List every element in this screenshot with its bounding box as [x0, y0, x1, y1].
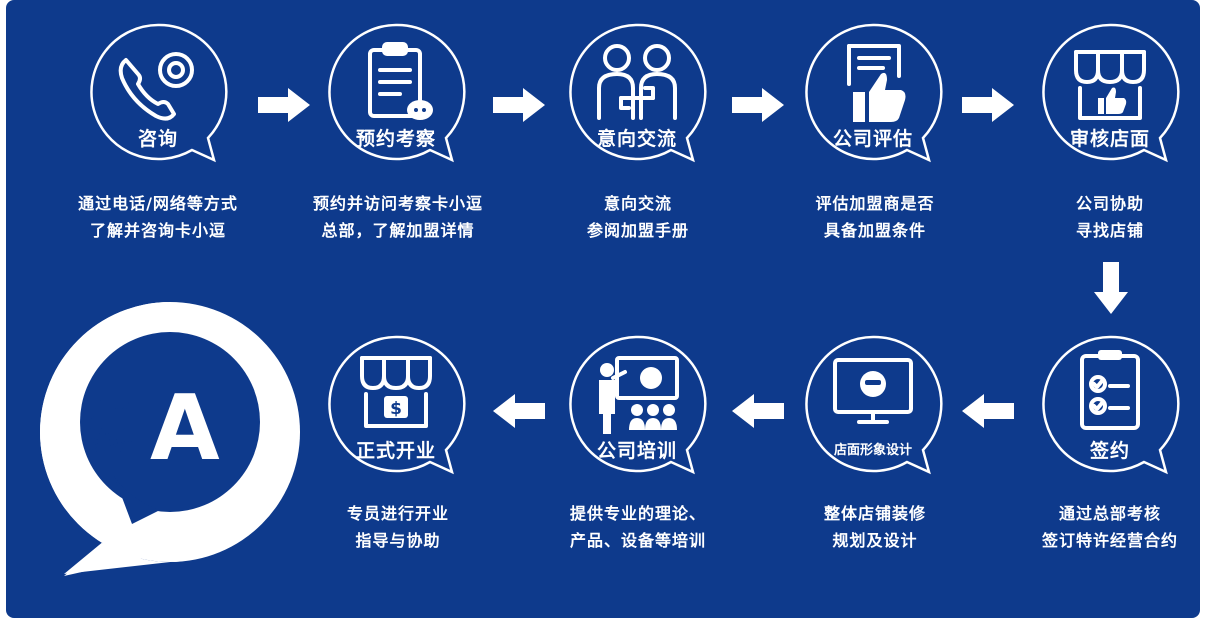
step-consult: 咨询	[88, 22, 238, 163]
people-talk-icon	[597, 44, 677, 120]
step-company-training: 公司培训	[567, 334, 717, 475]
step-description: 专员进行开业 指导与协助	[283, 500, 513, 554]
step-title: 公司培训	[596, 440, 677, 462]
step-appointment: 预约考察	[326, 22, 476, 163]
step-description: 评估加盟商是否 具备加盟条件	[760, 190, 990, 244]
thumbs-up-form-icon	[847, 44, 906, 122]
speech-bubble-outline	[569, 335, 707, 475]
description-line: 提供专业的理论、	[569, 504, 706, 523]
arrow-left-icon	[732, 394, 784, 428]
step-description: 通过电话/网络等方式 了解并咨询卡小逗	[43, 190, 273, 244]
description-line: 意向交流	[603, 194, 672, 213]
step-title: 公司评估	[832, 128, 913, 150]
description-line: 了解并咨询卡小逗	[89, 221, 226, 240]
step-title: 预约考察	[355, 128, 436, 150]
step-title: 店面形象设计	[833, 443, 912, 458]
speech-bubble-outline	[569, 23, 707, 163]
step-company-evaluation: 公司评估	[803, 22, 953, 163]
step-description: 公司协助 寻找店铺	[995, 190, 1206, 244]
presentation-icon	[599, 356, 679, 434]
checklist-icon	[1080, 350, 1140, 430]
speech-bubble-outline	[328, 335, 466, 475]
description-line: 签订特许经营合约	[1041, 531, 1178, 550]
description-line: 通过总部考核	[1058, 504, 1161, 523]
step-sign-contract: 签约	[1040, 334, 1190, 475]
storefront-thumbs-up-icon	[1074, 50, 1146, 120]
step-intent-exchange: 意向交流	[567, 22, 717, 163]
large-speech-bubble	[40, 302, 300, 576]
step-description: 意向交流 参阅加盟手册	[523, 190, 753, 244]
step-title: 签约	[1089, 440, 1130, 462]
description-line: 寻找店铺	[1075, 221, 1144, 240]
franchise-process-badge: 加盟 流程 A	[30, 300, 310, 580]
step-description: 通过总部考核 签订特许经营合约	[995, 500, 1206, 554]
description-line: 专员进行开业	[346, 504, 449, 523]
arrow-right-icon	[732, 88, 784, 122]
description-line: 产品、设备等培训	[569, 531, 706, 550]
description-line: 整体店铺装修	[823, 504, 926, 523]
arrow-right-icon	[493, 88, 545, 122]
description-line: 规划及设计	[832, 531, 918, 550]
arrow-left-icon	[493, 394, 545, 428]
step-description: 预约并访问考察卡小逗 总部，了解加盟详情	[283, 190, 513, 244]
step-title: 意向交流	[596, 128, 677, 150]
step-title: 审核店面	[1069, 128, 1150, 150]
arrow-right-icon	[962, 88, 1014, 122]
description-line: 预约并访问考察卡小逗	[312, 194, 483, 213]
clipboard-chat-icon	[368, 42, 433, 120]
badge-text-line2: 流程	[88, 426, 139, 455]
step-grand-opening: $ 正式开业	[326, 334, 476, 475]
speech-bubble-outline	[328, 23, 466, 163]
step-description: 整体店铺装修 规划及设计	[760, 500, 990, 554]
speech-bubble-outline	[805, 23, 943, 163]
speech-bubble-outline	[805, 335, 943, 475]
description-line: 评估加盟商是否	[815, 194, 935, 213]
description-line: 通过电话/网络等方式	[78, 194, 238, 213]
description-line: 总部，了解加盟详情	[321, 221, 475, 240]
description-line: 具备加盟条件	[823, 221, 926, 240]
step-description: 提供专业的理论、 产品、设备等培训	[523, 500, 753, 554]
monitor-design-icon	[833, 358, 913, 424]
speech-bubble-outline	[1042, 23, 1180, 163]
arrow-down-icon	[1094, 262, 1128, 314]
badge-text-line1: 加盟	[88, 394, 139, 423]
dollar-sign-glyph: $	[390, 399, 402, 419]
step-title: 咨询	[137, 128, 178, 150]
speech-bubble-outline	[90, 23, 228, 163]
arrow-left-icon	[962, 394, 1014, 428]
step-title: 正式开业	[355, 440, 436, 462]
description-line: 指导与协助	[355, 531, 441, 550]
phone-icon	[118, 52, 194, 121]
step-store-image-design: 店面形象设计	[803, 334, 953, 475]
badge-letter: A	[150, 376, 220, 481]
speech-bubble-outline	[1042, 335, 1180, 475]
arrow-right-icon	[258, 88, 310, 122]
description-line: 公司协助	[1075, 194, 1144, 213]
step-review-store: 审核店面	[1040, 22, 1190, 163]
storefront-money-icon: $	[360, 356, 432, 428]
description-line: 参阅加盟手册	[586, 221, 689, 240]
